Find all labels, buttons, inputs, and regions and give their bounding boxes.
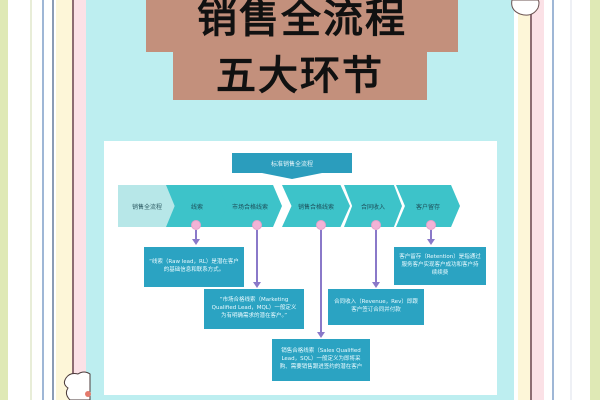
process-banner: 标准销售全流程 <box>232 153 352 173</box>
stripe-green-left <box>0 0 8 400</box>
title-line1: 销售全流程 <box>197 0 407 42</box>
banner-arrow-icon <box>262 173 322 179</box>
arrow-down-icon <box>253 282 261 288</box>
arrow-down-icon <box>372 282 380 288</box>
desc-text: “市场合格线索（Marketing Qualified Lead，MQL）一般定… <box>211 297 297 319</box>
stripe-blue-left <box>42 0 44 400</box>
stripe-brown-left <box>72 0 74 400</box>
title-block: 销售全流程 五大环节 <box>86 0 514 100</box>
bunny-decoration-icon <box>511 0 540 16</box>
connector-dot-icon <box>191 220 201 230</box>
connector-dot-icon <box>371 220 381 230</box>
desc-mql: “市场合格线索（Marketing Qualified Lead，MQL）一般定… <box>204 289 304 329</box>
step-label: 线索 <box>190 203 203 211</box>
banner-label: 标准销售全流程 <box>270 160 313 168</box>
stripe <box>30 0 32 400</box>
connector-line <box>320 230 322 333</box>
connector-dot-icon <box>252 220 262 230</box>
step-label: 销售全流程 <box>131 203 162 211</box>
stripe-green-right <box>590 0 600 400</box>
stripe-yellow-left <box>56 0 72 400</box>
desc-revenue: 合同收入（Revenue，Rev）即跟客户签订合同并付款 <box>328 289 424 325</box>
arrow-down-icon <box>192 239 200 245</box>
stripe-pink-left <box>74 0 86 400</box>
step-sql: 销售合格线索 <box>282 185 350 227</box>
desc-text: 合同收入（Revenue，Rev）即跟客户签订合同并付款 <box>334 299 418 313</box>
connector-line <box>195 230 197 240</box>
bunny-decoration-icon <box>63 371 91 400</box>
arrow-down-icon <box>427 239 435 245</box>
desc-retention: 客户留存（Retention）是指通过服务客户实现客户成功和客户持续续费 <box>394 247 486 285</box>
arrow-down-icon <box>317 332 325 338</box>
stripe-pink-right <box>532 0 544 400</box>
step-label: 销售合格线索 <box>297 203 334 211</box>
stripe-brown-right <box>530 0 532 400</box>
desc-text: “线索（Raw lead，RL）是潜在客户的基础信息和联系方式。 <box>149 259 239 273</box>
connector-dot-icon <box>316 220 326 230</box>
desc-text: 销售合格线索（Sales Qualified Lead，SQL）一般定义为即将采… <box>279 348 363 370</box>
stripe-blue-right <box>552 0 554 400</box>
connector-dot-icon <box>426 220 436 230</box>
stripe <box>570 0 572 400</box>
title-line2-box: 五大环节 <box>173 52 427 100</box>
stripe-yellow-right <box>518 0 530 400</box>
step-mql: 市场合格线索 <box>218 185 282 227</box>
step-label: 合同收入 <box>360 203 385 211</box>
step-overview: 销售全流程 <box>118 185 176 227</box>
step-label: 市场合格线索 <box>231 203 268 211</box>
title-line2: 五大环节 <box>216 53 384 99</box>
connector-line <box>256 230 258 283</box>
title-line1-box: 销售全流程 <box>146 0 458 52</box>
connector-line <box>430 230 432 240</box>
desc-sql: 销售合格线索（Sales Qualified Lead，SQL）一般定义为即将采… <box>272 339 370 381</box>
step-label: 客户留存 <box>415 203 440 211</box>
desc-raw-lead: “线索（Raw lead，RL）是潜在客户的基础信息和联系方式。 <box>144 247 244 287</box>
desc-text: 客户留存（Retention）是指通过服务客户实现客户成功和客户持续续费 <box>399 254 481 276</box>
connector-line <box>375 230 377 283</box>
stripe-blue-left-2 <box>52 0 54 400</box>
